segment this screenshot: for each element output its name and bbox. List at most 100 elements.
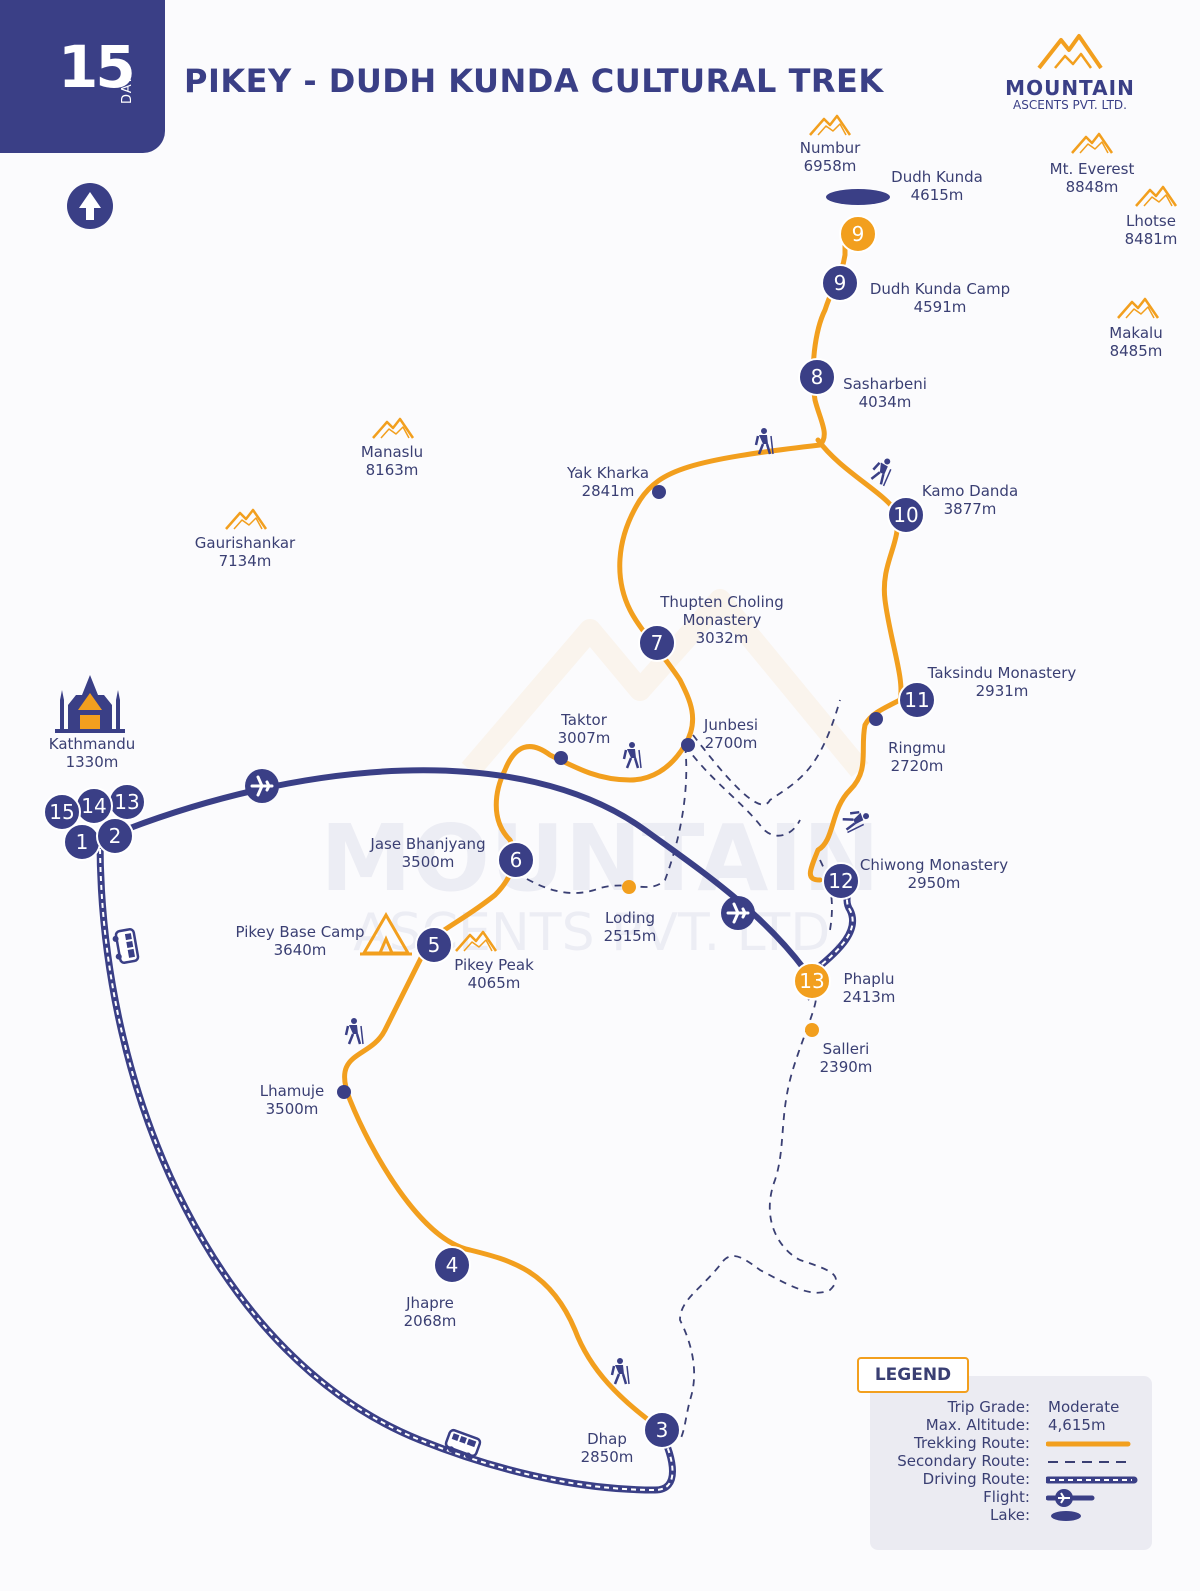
hiker-icon [610,1356,631,1386]
legend-trip-grade-label: Trip Grade: [947,1398,1030,1416]
day-marker-label: 2 [109,824,122,848]
waypoint-dots [337,485,883,1099]
day-marker-circle [898,681,936,719]
makalu-peak-icon [1116,297,1160,320]
day-marker-circle [497,841,535,879]
days-number: 15 [58,33,136,101]
day-marker-label: 6 [510,848,523,872]
secondary-routes [504,699,841,1441]
everest-peak-icon [1070,132,1114,155]
day-marker-circle [96,817,134,855]
legend-title: LEGEND [857,1357,969,1393]
brand-sub: ASCENTS PVT. LTD. [1013,98,1127,112]
day-marker-label: 13 [799,969,824,993]
watermark: MOUNTAIN ASCENTS PVT. LTD. [320,589,880,963]
days-badge: 15 DAYS [0,0,165,153]
day-marker-circle [793,962,831,1000]
day-marker-circle [643,1411,681,1449]
day-marker-label: 7 [651,631,664,655]
day-marker-circle [415,926,453,964]
legend-max-altitude-label: Max. Altitude: [925,1416,1030,1434]
day-marker-circle [433,1246,471,1284]
day-marker-label: 14 [81,794,106,818]
bus-icon [110,927,140,966]
day-marker-label: 4 [446,1253,459,1277]
legend-panel: Trip Grade: Moderate Max. Altitude: 4,61… [870,1376,1152,1550]
legend-lake-label: Lake: [990,1506,1030,1524]
gaurishankar-peak-icon [224,508,268,531]
legend-lake-swatch [1051,1511,1081,1521]
day-marker-label: 5 [428,933,441,957]
brand-logo: MOUNTAIN ASCENTS PVT. LTD. [1000,30,1140,112]
brand-mountain-icon [1037,34,1103,70]
temple-icon [55,675,125,733]
hiker-icon [867,453,898,488]
legend-trip-grade-value: Moderate [1048,1398,1120,1416]
legend-swatches [1046,1441,1138,1521]
day-marker-circle [798,358,836,396]
day-marker-label: 8 [811,365,824,389]
manaslu-peak-icon [371,417,415,440]
legend-driving-label: Driving Route: [922,1470,1030,1488]
page-title: PIKEY - DUDH KUNDA CULTURAL TREK [184,62,884,100]
day-marker-label: 1 [76,830,89,854]
brand-name: MOUNTAIN [1005,76,1135,100]
legend-flight-label: Flight: [983,1488,1030,1506]
day-marker-circle [887,496,925,534]
legend-trekking-label: Trekking Route: [914,1434,1030,1452]
day-marker-label: 13 [114,790,139,814]
day-marker-label: 15 [49,800,74,824]
tent-icon [360,912,412,956]
day-marker-label: 3 [656,1418,669,1442]
day-marker-label: 9 [852,222,865,246]
numbur-peak-icon [808,114,852,137]
hiker-icon [344,1016,365,1046]
day-marker-circle [822,862,860,900]
day-marker-label: 10 [893,503,918,527]
plane-icon [243,767,281,805]
north-arrow-icon [67,183,113,229]
days-label: DAYS [120,66,135,104]
day-marker-label: 11 [904,688,929,712]
day-marker-circle [43,793,81,831]
day-marker-label: 9 [834,271,847,295]
watermark-name: MOUNTAIN [320,805,880,912]
hiker-icon [622,740,643,770]
day-marker-circle [839,215,877,253]
lhotse-peak-icon [1134,185,1178,208]
legend-secondary-label: Secondary Route: [897,1452,1030,1470]
day-marker-circle [638,624,676,662]
lake-icon [826,189,890,205]
legend-max-altitude-value: 4,615m [1048,1416,1106,1434]
day-marker-circle [821,264,859,302]
